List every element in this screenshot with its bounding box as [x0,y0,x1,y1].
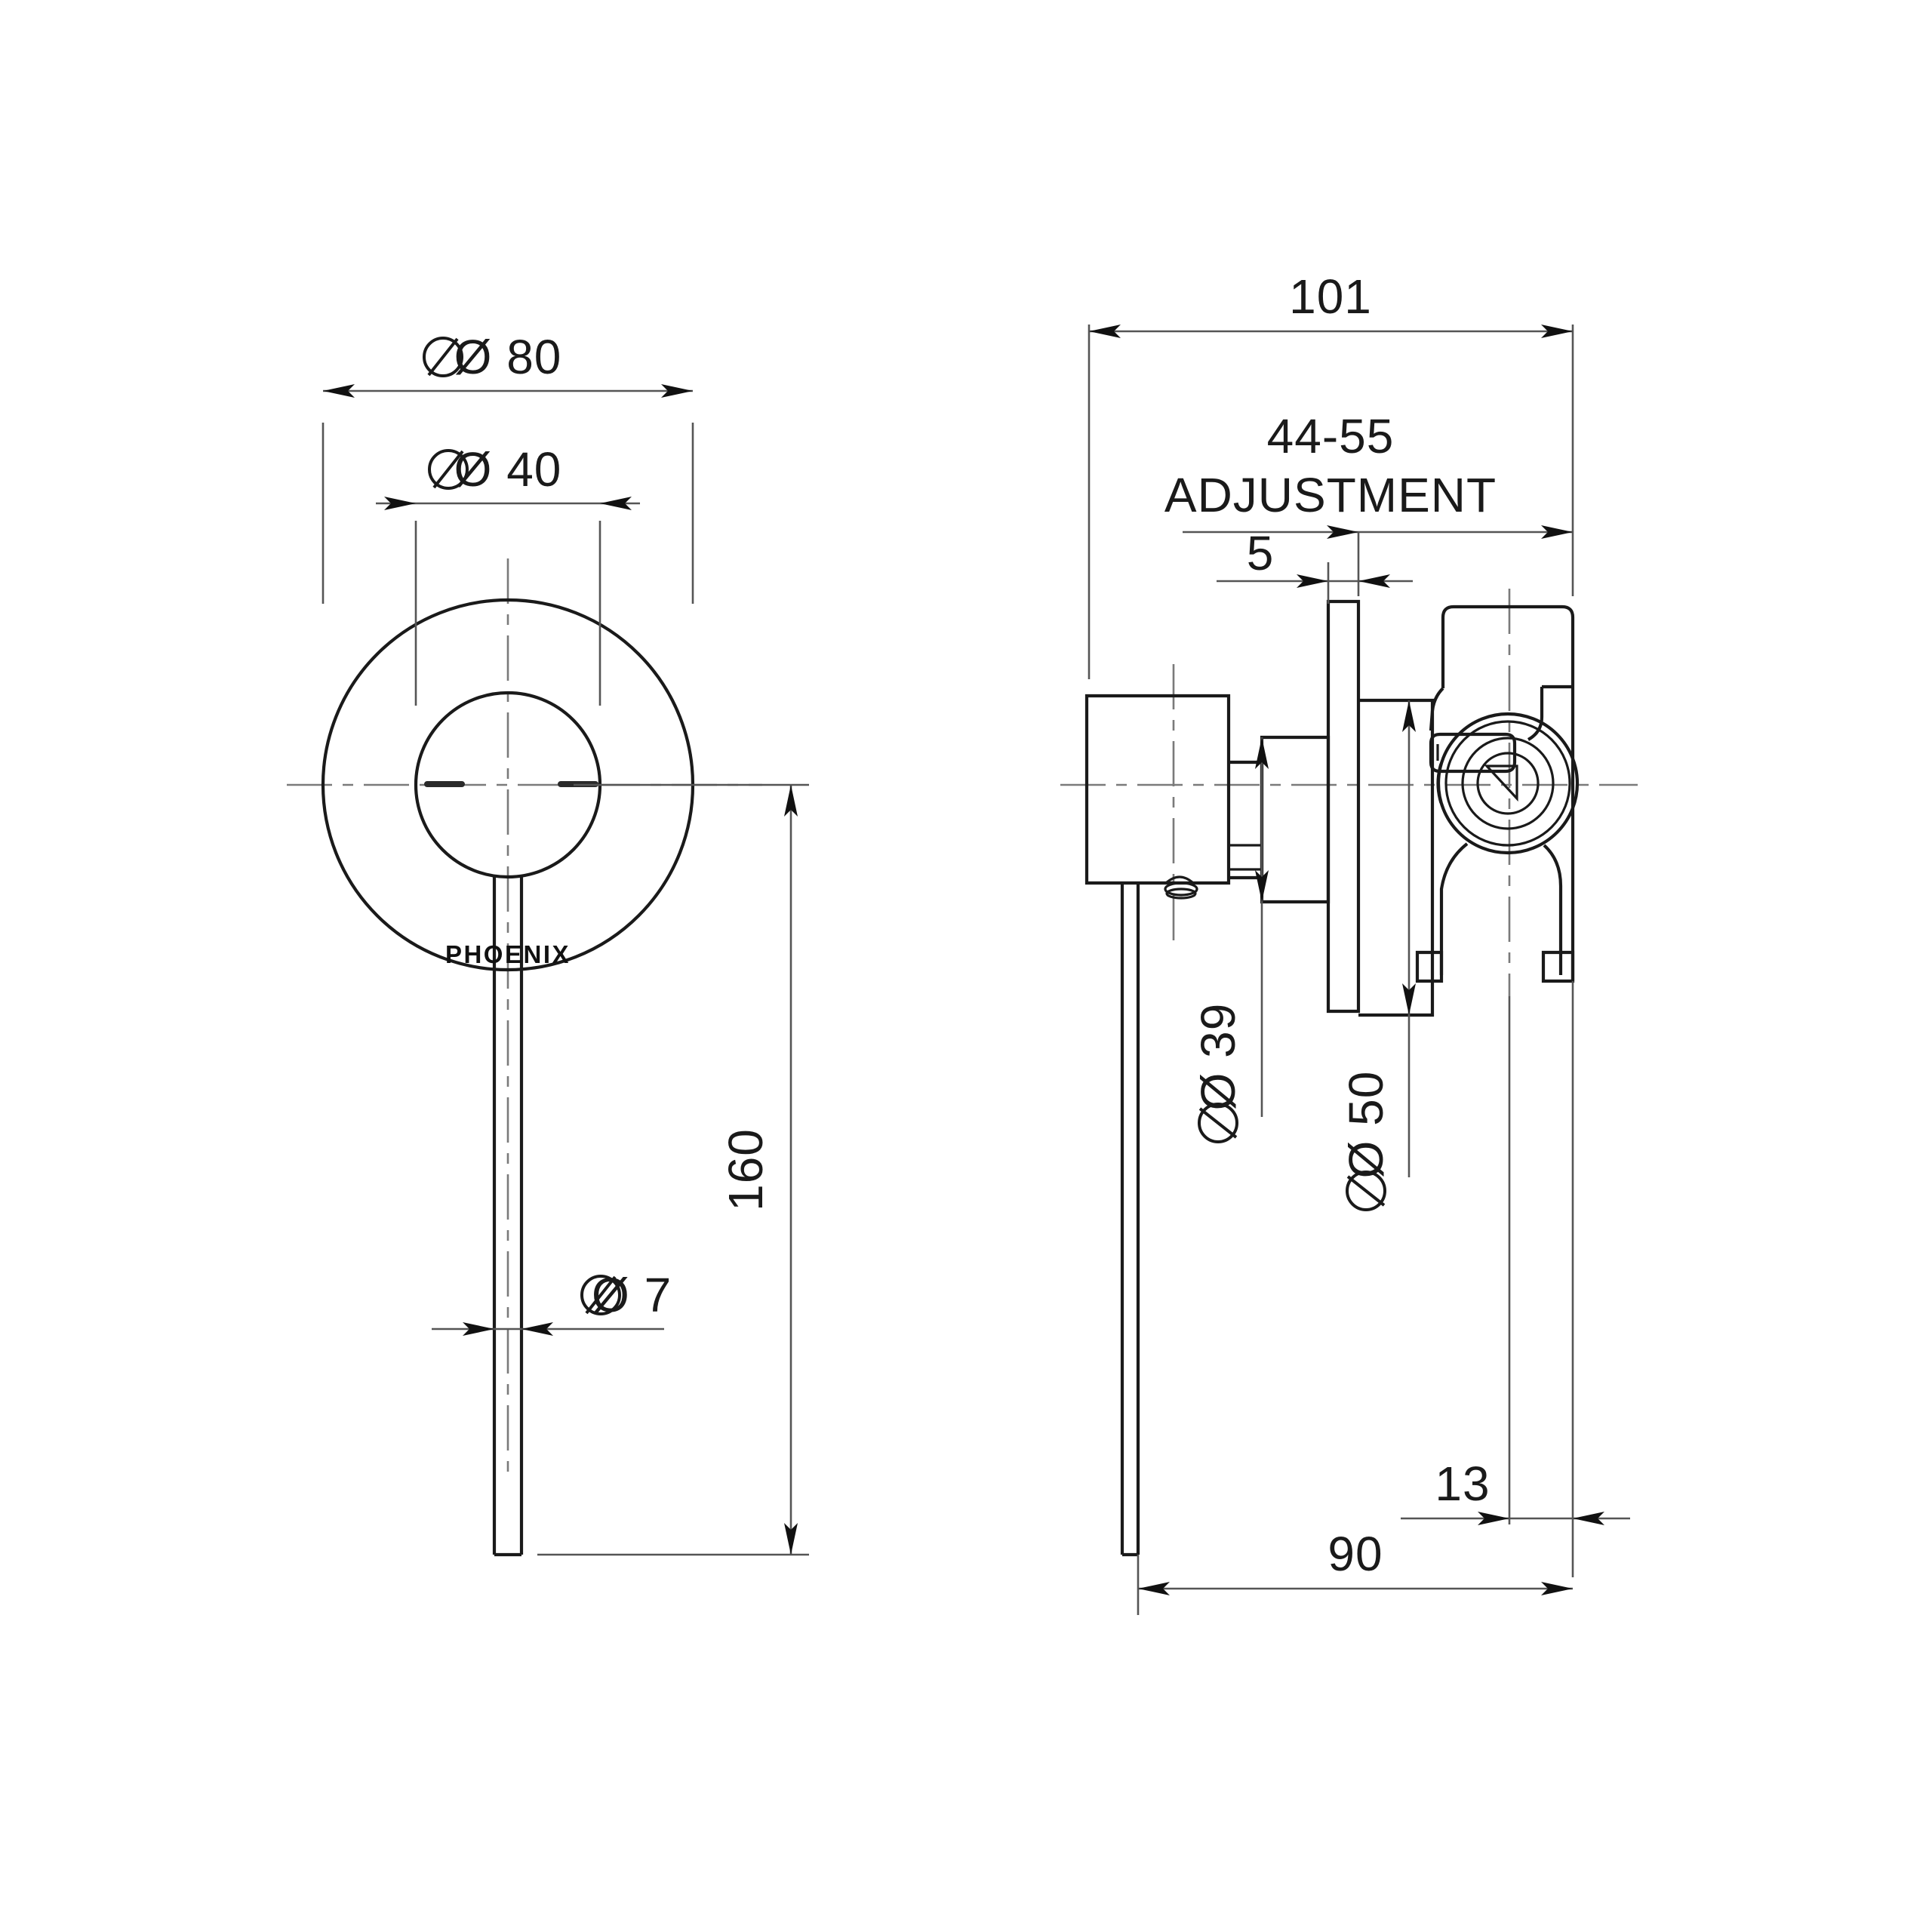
dim-d80-label: Ø 80 [454,330,562,384]
dim-d7-arrow-right [521,1322,553,1336]
side-bracket-lower-left [1439,842,1469,975]
dim-5-arrow-right [1358,574,1390,588]
side-spindle-sleeve [1260,735,1331,904]
dim-adjustment-arrow-left [1327,525,1358,539]
side-valve-keyway [1484,764,1518,802]
diameter-symbol-group [423,337,1386,1315]
diameter-symbol-d39 [1198,1103,1238,1143]
dim-adjustment-value-label: 44-55 [1267,409,1395,463]
side-handle-hub-body [1084,694,1231,885]
side-cover-plate [1326,599,1361,1014]
diameter-symbol-d40 [428,449,469,490]
diameter-symbol-d80 [423,337,463,377]
dim-13-arrow-left [1478,1512,1509,1525]
side-bracket-lower-right [1543,844,1563,975]
side-bracket-upper [1429,687,1444,731]
side-fin-upper [1429,732,1517,774]
side-grub-screw-head [1164,881,1198,897]
diameter-symbol-d50 [1346,1171,1386,1211]
phoenix-brand-mark: PHOENIX [445,940,571,968]
side-valve-ring-3 [1461,737,1555,830]
dim-d40-label: Ø 40 [454,442,562,497]
dim-adjustment-text-label: ADJUSTMENT [1164,468,1497,522]
front-hub-key-mark-left [424,781,465,787]
side-view-group: 101 44-55 ADJUSTMENT 5 Ø 39 Ø 50 [1060,269,1638,1615]
side-valve-ring-4 [1476,752,1540,815]
dim-d7-arrow-left [463,1322,494,1336]
side-grub-screw-head-inner [1165,888,1197,900]
side-valve-left-nub [1436,763,1442,804]
side-collar-step [1229,760,1264,880]
dim-101-label: 101 [1289,269,1372,324]
dim-5-arrow-left [1297,574,1328,588]
dim-adjustment-arrow-right [1541,525,1573,539]
diameter-symbol-d7 [580,1275,621,1315]
side-bracket-foot-right [1541,950,1575,983]
dim-13-label: 13 [1435,1457,1490,1511]
side-flange-body [1358,698,1435,1017]
dim-5-label: 5 [1247,526,1275,580]
dim-d40-arrow-right [600,497,632,510]
dim-d40-arrow-left [384,497,416,510]
dim-d39-label: Ø 39 [1191,1003,1245,1111]
dim-13-arrow-right [1573,1512,1604,1525]
side-valve-housing [1441,605,1575,687]
side-grub-screw [1164,875,1195,884]
dim-90-label: 90 [1327,1527,1383,1581]
dim-160-label: 160 [718,1128,773,1211]
dim-d50-label: Ø 50 [1339,1071,1393,1179]
side-valve-ring-2 [1444,720,1571,847]
front-view-group: PHOENIX Ø 80 Ø 40 Ø 7 160 [287,330,809,1557]
side-bracket-foot-left [1415,950,1444,983]
